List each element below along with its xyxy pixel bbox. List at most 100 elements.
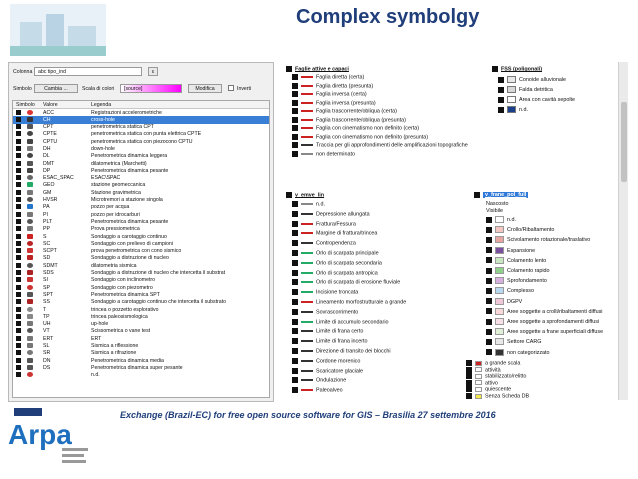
row-checkbox[interactable] <box>16 364 21 370</box>
row-checkbox[interactable] <box>16 182 21 188</box>
legend-item[interactable]: Scivolamento rotazionale/traslativo <box>486 236 590 244</box>
scrollbar-thumb[interactable] <box>621 102 627 182</box>
legend-item[interactable]: Orlo di scarpata di erosione fluviale <box>292 279 400 286</box>
legend-item[interactable]: Colamento rapido <box>486 267 550 274</box>
row-checkbox[interactable] <box>16 328 21 334</box>
row-checkbox[interactable] <box>16 291 21 297</box>
legend-item[interactable]: quiescente <box>466 386 511 393</box>
legend-item[interactable]: DGPV <box>486 297 522 305</box>
row-checkbox[interactable] <box>16 233 21 239</box>
legend-item[interactable]: Area con cavità sepolte <box>498 96 575 103</box>
legend-item[interactable]: n.d. <box>292 201 325 208</box>
row-checkbox[interactable] <box>16 372 21 378</box>
legend-item[interactable]: Scaricatore glaciale <box>292 367 363 375</box>
row-checkbox[interactable] <box>16 160 21 166</box>
change-symbol-button[interactable]: Cambia ... <box>34 84 78 93</box>
row-checkbox[interactable] <box>16 343 21 348</box>
legend-item[interactable]: attività <box>466 366 501 374</box>
row-checkbox[interactable] <box>16 335 21 341</box>
row-checkbox[interactable] <box>16 218 21 224</box>
row-checkbox[interactable] <box>16 138 21 144</box>
legend-item[interactable]: Sovrascorrimento <box>292 308 358 316</box>
expression-button[interactable]: ε <box>148 67 158 76</box>
legend-item[interactable]: Orlo di scarpata secondaria <box>292 259 382 267</box>
row-checkbox[interactable] <box>16 284 21 290</box>
row-checkbox[interactable] <box>16 131 21 137</box>
legend-item[interactable]: Faglia con cinematismo non definito (cer… <box>292 125 419 132</box>
legend-item[interactable]: Faglia inversa (presunta) <box>292 99 376 107</box>
legend-item[interactable]: Complesso <box>486 287 534 295</box>
row-checkbox[interactable] <box>16 226 21 232</box>
legend-item[interactable]: Faglia trascorrente/obliqua (certa) <box>292 108 397 115</box>
legend-item[interactable]: Senza Scheda DB <box>466 393 529 400</box>
legend-item[interactable]: Faglia diretta (certa) <box>292 74 364 81</box>
legend-item[interactable]: Crollo/Ribaltamento <box>486 226 554 234</box>
row-checkbox[interactable] <box>16 167 21 173</box>
legend-item[interactable]: Espansione <box>486 246 535 254</box>
invert-checkbox[interactable] <box>228 85 234 91</box>
row-checkbox[interactable] <box>16 240 21 246</box>
legend-item[interactable]: Contropendenza <box>292 240 356 247</box>
legend-item[interactable]: Limite di frana incerto <box>292 338 368 345</box>
legend-item[interactable]: Colamento lento <box>486 256 546 264</box>
legend-item[interactable]: Faglia inversa (certa) <box>292 91 367 98</box>
row-checkbox[interactable] <box>16 204 21 210</box>
legend-item[interactable]: Limite di frana certo <box>292 328 363 335</box>
legend-item[interactable]: stabilizzato/relitto <box>466 373 526 380</box>
layer-emve[interactable]: v_emve_lin <box>286 192 324 199</box>
row-checkbox[interactable] <box>16 189 21 195</box>
legend-item[interactable]: Ondulazione <box>292 377 346 384</box>
layer-fss[interactable]: FSS (poligonali) <box>492 66 542 73</box>
legend-item[interactable]: Traccia per gli approfondimenti delle am… <box>292 142 468 149</box>
row-checkbox[interactable] <box>16 313 21 319</box>
legend-item[interactable]: Conoide alluvionale <box>498 76 566 83</box>
legend-item[interactable]: Sprofondamento <box>486 277 547 285</box>
legend-item[interactable]: Aree soggette a sprofondamenti diffusi <box>486 318 599 325</box>
color-ramp-combo[interactable]: [source] <box>120 84 182 93</box>
row-checkbox[interactable] <box>16 124 21 130</box>
legend-item[interactable]: n.d. <box>486 216 516 223</box>
layer-tree-scrollbar[interactable] <box>618 62 628 400</box>
legend-item[interactable]: Aree soggette a frane superficiali diffu… <box>486 328 603 336</box>
layer-faglie[interactable]: Faglie attive e capaci <box>286 66 349 73</box>
legend-item[interactable]: attivo <box>466 379 498 387</box>
legend-item[interactable]: n.d. <box>498 106 528 113</box>
legend-item[interactable]: Margine di frattura/trincea <box>292 230 377 237</box>
row-checkbox[interactable] <box>16 350 21 356</box>
legend-item[interactable]: Paleoalveo <box>292 387 343 394</box>
legend-item[interactable]: non categorizzato <box>486 348 550 356</box>
legend-item[interactable]: Faglia trascorrente/obliqua (presunta) <box>292 116 406 124</box>
row-checkbox[interactable] <box>16 357 21 363</box>
row-checkbox[interactable] <box>16 321 21 327</box>
row-checkbox[interactable] <box>16 153 21 159</box>
legend-item[interactable]: Lineamento morfostrutturale a grande <box>292 299 406 306</box>
legend-item[interactable]: Faglia con cinematismo non definito (pre… <box>292 133 428 141</box>
layer-frane[interactable]: v_frane_pol_full <box>474 192 529 199</box>
legend-item[interactable]: Faglia diretta (presunta) <box>292 82 373 90</box>
row-checkbox[interactable] <box>16 306 21 312</box>
